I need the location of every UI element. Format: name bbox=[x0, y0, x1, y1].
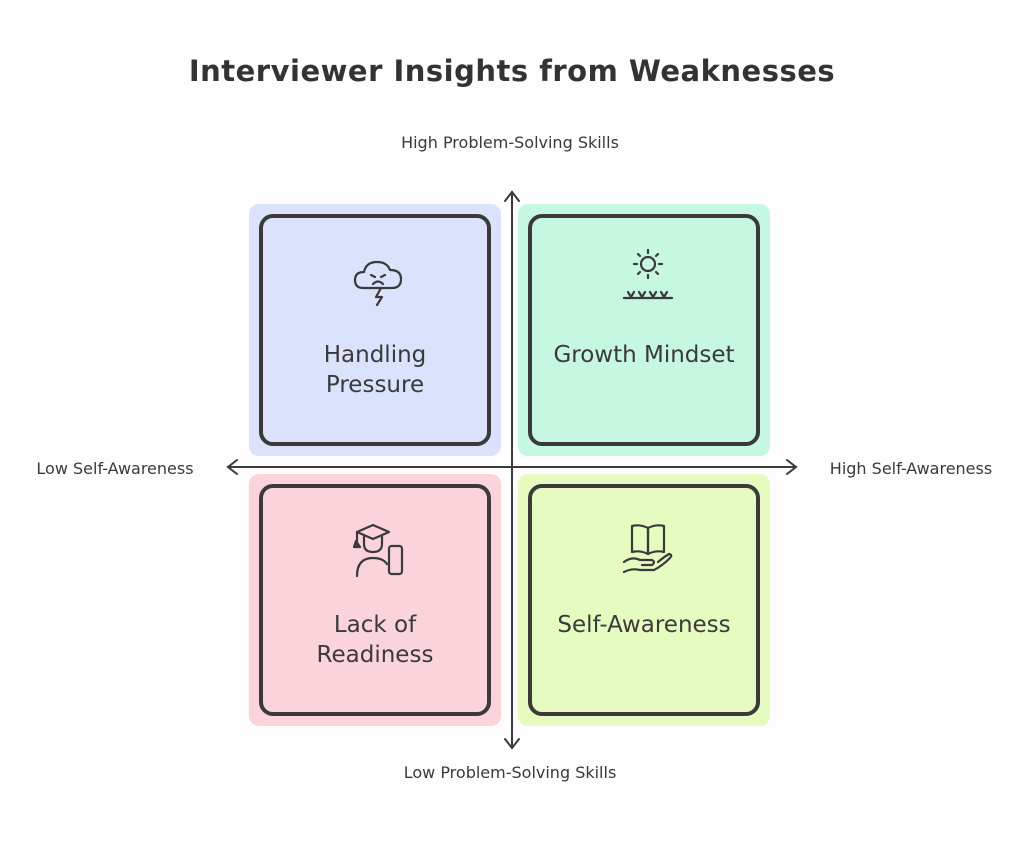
arrow-up bbox=[504, 190, 520, 202]
quadrant-handling-pressure: Handling Pressure bbox=[249, 204, 501, 456]
quadrant-growth-mindset: Growth Mindset bbox=[518, 204, 770, 456]
quadrant-lack-of-readiness: Lack of Readiness bbox=[249, 474, 501, 726]
quadrant-wash bbox=[518, 204, 770, 456]
diagram-title: Interviewer Insights from Weaknesses bbox=[188, 54, 836, 88]
quadrant-label: Self-Awareness bbox=[557, 612, 731, 638]
graduate-phone-icon bbox=[352, 523, 404, 578]
arrow-right bbox=[786, 459, 798, 475]
quadrant-wash bbox=[518, 474, 770, 726]
quadrant-self-awareness: Self-Awareness bbox=[518, 474, 770, 726]
storm-cloud-icon bbox=[353, 260, 403, 307]
axis-label-top: High Problem-Solving Skills bbox=[401, 133, 619, 152]
axis-label-left: Low Self-Awareness bbox=[36, 459, 194, 478]
book-hand-icon bbox=[622, 524, 673, 574]
arrow-down bbox=[504, 738, 520, 750]
sun-sprout-icon bbox=[622, 248, 674, 300]
axis-label-right: High Self-Awareness bbox=[829, 459, 993, 478]
quadrant-label: Lack of Readiness bbox=[316, 612, 434, 668]
arrow-left bbox=[226, 459, 238, 475]
quadrant-wash bbox=[249, 204, 501, 456]
axis-label-bottom: Low Problem-Solving Skills bbox=[403, 763, 617, 782]
quadrant-wash bbox=[249, 474, 501, 726]
quadrant-label: Growth Mindset bbox=[553, 342, 735, 368]
quadrant-label: Handling Pressure bbox=[323, 342, 427, 398]
